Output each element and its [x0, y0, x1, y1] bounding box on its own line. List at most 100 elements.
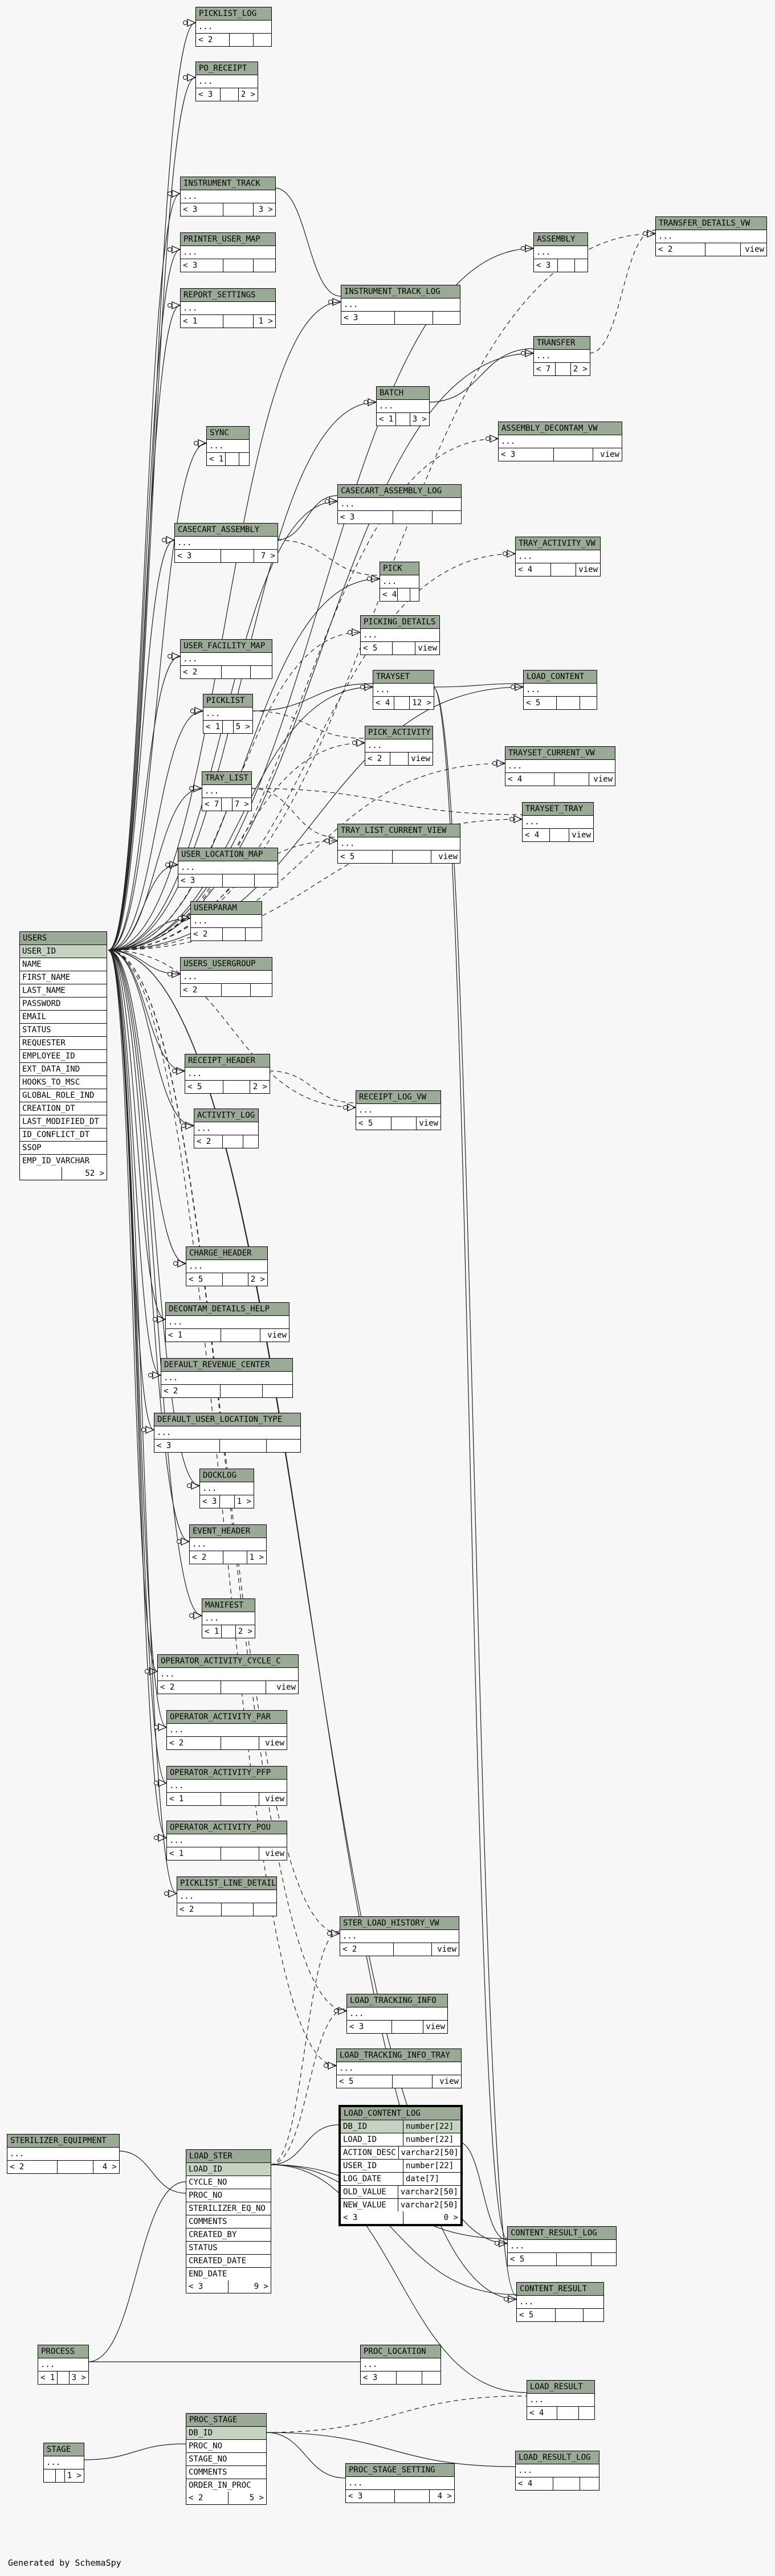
table-columns-ellipsis: ... [373, 684, 434, 697]
table-transfer-details-vw[interactable]: TRANSFER_DETAILS_VW ... < 2 view [655, 216, 767, 256]
table-title: STAGE [44, 2443, 84, 2456]
table-load-result-log[interactable]: LOAD_RESULT_LOG ... < 4 [515, 2451, 599, 2491]
footer-mid [226, 453, 239, 465]
footer-right [254, 259, 275, 272]
table-trayset[interactable]: TRAYSET ... < 4 12 > [373, 670, 434, 710]
table-picklist-line-detail[interactable]: PICKLIST_LINE_DETAIL ... < 2 [177, 1876, 277, 1916]
table-casecart-assembly-log[interactable]: CASECART_ASSEMBLY_LOG ... < 3 [337, 484, 462, 524]
table-load-content[interactable]: LOAD_CONTENT ... < 5 [523, 670, 597, 710]
table-transfer[interactable]: TRANSFER ... < 7 2 > [533, 336, 590, 376]
table-trayset-tray[interactable]: TRAYSET_TRAY ... < 4 view [522, 802, 594, 842]
table-sterilizer-equipment[interactable]: STERILIZER_EQUIPMENT ... < 2 4 > [7, 2134, 120, 2174]
columns-ellipsis: ... [193, 917, 208, 926]
table-tray-list[interactable]: TRAY_LIST ... < 7 7 > [202, 771, 252, 811]
table-process[interactable]: PROCESS ... < 1 3 > [38, 2345, 89, 2385]
table-po-receipt[interactable]: PO_RECEIPT ... < 3 2 > [195, 62, 258, 101]
relationship-line [108, 553, 516, 951]
footer-left: < 5 [186, 1273, 223, 1286]
table-tray-list-current-view[interactable]: TRAY_LIST_CURRENT_VIEW ... < 5 view [337, 824, 460, 864]
table-proc-stage-setting[interactable]: PROC_STAGE_SETTING ... < 3 4 > [345, 2463, 455, 2503]
table-columns-ellipsis: ... [181, 302, 275, 315]
table-tray-activity-vw[interactable]: TRAY_ACTIVITY_VW ... < 4 view [515, 537, 601, 576]
table-operator-activity-cycle-c[interactable]: OPERATOR_ACTIVITY_CYCLE_C ... < 2 view [157, 1654, 299, 1694]
table-report-settings[interactable]: REPORT_SETTINGS ... < 1 1 > [180, 288, 276, 328]
table-load-content-log[interactable]: LOAD_CONTENT_LOG DB_ID number[22] LOAD_I… [338, 2105, 463, 2226]
table-ster-load-history-vw[interactable]: STER_LOAD_HISTORY_VW ... < 2 view [340, 1916, 459, 1956]
footer-left: < 2 [161, 1385, 221, 1397]
table-manifest[interactable]: MANIFEST ... < 1 2 > [202, 1598, 255, 1638]
table-decontam-details-help[interactable]: DECONTAM_DETAILS_HELP ... < 1 view [165, 1302, 289, 1342]
relationship-line [108, 950, 177, 1894]
table-charge-header[interactable]: CHARGE_HEADER ... < 5 2 > [186, 1246, 268, 1286]
footer-mid [221, 1793, 259, 1805]
table-proc-location[interactable]: PROC_LOCATION ... < 3 [360, 2345, 441, 2385]
table-load-tracking-info[interactable]: LOAD_TRACKING_INFO ... < 3 view [346, 1994, 448, 2034]
table-user-location-map[interactable]: USER_LOCATION_MAP ... < 3 [178, 848, 278, 888]
columns-ellipsis: ... [40, 2360, 55, 2369]
footer-right [251, 666, 272, 678]
table-docklog[interactable]: DOCKLOG ... < 3 1 > [199, 1469, 254, 1508]
footer-mid [222, 798, 232, 811]
column-name: REQUESTER [22, 1038, 66, 1048]
table-event-header[interactable]: EVENT_HEADER ... < 2 1 > [189, 1524, 267, 1564]
table-user-facility-map[interactable]: USER_FACILITY_MAP ... < 2 [180, 639, 272, 679]
table-operator-activity-par[interactable]: OPERATOR_ACTIVITY_PAR ... < 2 view [166, 1710, 287, 1750]
table-assembly[interactable]: ASSEMBLY ... < 3 [533, 232, 588, 272]
column-row: NAME [20, 958, 107, 971]
table-operator-activity-pou[interactable]: OPERATOR_ACTIVITY_POU ... < 1 view [166, 1821, 287, 1861]
table-picklist-log[interactable]: PICKLIST_LOG ... < 2 [195, 7, 272, 47]
table-printer-user-map[interactable]: PRINTER_USER_MAP ... < 3 [180, 232, 276, 272]
columns-ellipsis: ... [168, 1318, 183, 1327]
table-picking-details[interactable]: PICKING_DETAILS ... < 5 view [360, 615, 440, 655]
table-trayset-current-vw[interactable]: TRAYSET_CURRENT_VW ... < 4 view [505, 746, 615, 786]
footer-right [410, 588, 419, 601]
table-users[interactable]: USERS USER_ID NAME FIRST_NAME LAST_NAME … [19, 931, 107, 1180]
relationship-line [250, 788, 523, 815]
table-pick[interactable]: PICK ... < 4 [380, 562, 419, 602]
table-userparam[interactable]: USERPARAM ... < 2 [190, 901, 262, 941]
crow-foot-marker [158, 1834, 168, 1842]
table-proc-stage[interactable]: PROC_STAGE DB_ID PROC_NO STAGE_NO COMMEN… [186, 2413, 267, 2505]
table-batch[interactable]: BATCH ... < 1 3 > [376, 386, 430, 426]
table-instrument-track-log[interactable]: INSTRUMENT_TRACK_LOG ... < 3 [341, 285, 460, 325]
columns-ellipsis: ... [192, 1540, 207, 1549]
table-stage[interactable]: STAGE ... 1 > [43, 2443, 84, 2483]
table-title: CONTENT_RESULT [517, 2283, 603, 2296]
table-footer: < 2 [191, 928, 262, 941]
table-title: INSTRUMENT_TRACK [181, 177, 275, 190]
table-activity-log[interactable]: ACTIVITY_LOG ... < 2 [194, 1109, 259, 1148]
table-assembly-decontam-vw[interactable]: ASSEMBLY_DECONTAM_VW ... < 3 view [498, 422, 622, 461]
table-default-user-location-type[interactable]: DEFAULT_USER_LOCATION_TYPE ... < 3 [154, 1413, 301, 1453]
footer-right [584, 2309, 603, 2321]
table-operator-activity-pfp[interactable]: OPERATOR_ACTIVITY_PFP ... < 1 view [166, 1766, 287, 1806]
relationship-line [276, 539, 380, 576]
table-content-result-log[interactable]: CONTENT_RESULT_LOG ... < 5 [507, 2226, 617, 2266]
table-columns-ellipsis: ... [338, 498, 461, 511]
table-users-usergroup[interactable]: USERS_USERGROUP ... < 2 [180, 957, 272, 997]
table-instrument-track[interactable]: INSTRUMENT_TRACK ... < 3 3 > [180, 177, 276, 216]
table-pick-activity[interactable]: PICK_ACTIVITY ... < 2 view [365, 726, 433, 766]
table-content-result[interactable]: CONTENT_RESULT ... < 5 [516, 2282, 604, 2322]
footer-right: 3 > [258, 205, 273, 214]
table-footer: < 4 view [516, 563, 600, 576]
footer-mid [58, 2371, 70, 2384]
table-sync[interactable]: SYNC ... < 1 [206, 426, 250, 466]
table-picklist[interactable]: PICKLIST ... < 1 5 > [203, 694, 253, 734]
relationship-line [108, 840, 338, 951]
table-receipt-header[interactable]: RECEIPT_HEADER ... < 5 2 > [185, 1054, 270, 1094]
columns-ellipsis: ... [197, 1124, 211, 1133]
footer-left: < 3 [154, 1440, 220, 1452]
table-columns-ellipsis: ... [338, 837, 460, 851]
footer-mid [396, 413, 410, 426]
columns-ellipsis: ... [363, 2360, 378, 2369]
table-load-tracking-info-tray[interactable]: LOAD_TRACKING_INFO_TRAY ... < 5 view [336, 2048, 462, 2088]
table-load-ster[interactable]: LOAD_STER LOAD_ID CYCLE_NO PROC_NO STERI… [186, 2149, 271, 2293]
footer-right [255, 874, 278, 887]
table-columns-ellipsis: ... [341, 299, 460, 312]
table-casecart-assembly[interactable]: CASECART_ASSEMBLY ... < 3 7 > [174, 523, 278, 563]
table-load-result[interactable]: LOAD_RESULT ... < 4 [527, 2380, 595, 2420]
footer-right: view [439, 2077, 459, 2086]
table-default-revenue-center[interactable]: DEFAULT_REVENUE_CENTER ... < 2 [161, 1358, 293, 1398]
table-receipt-log-vw[interactable]: RECEIPT_LOG_VW ... < 5 view [356, 1090, 441, 1130]
footer-mid [394, 697, 410, 709]
